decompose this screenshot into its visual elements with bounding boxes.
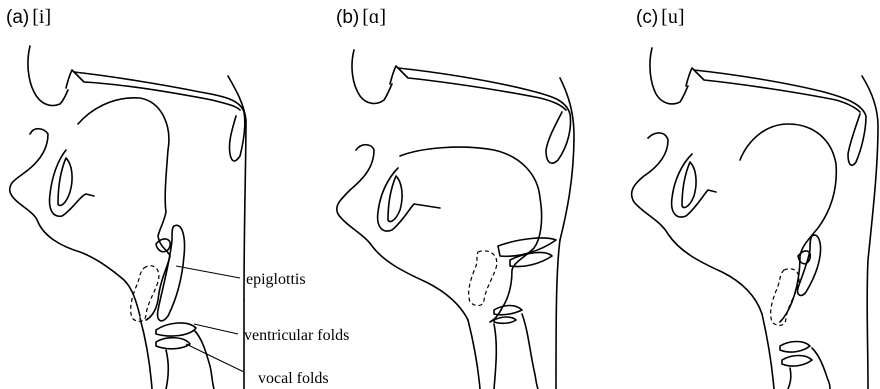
panel-c-nose: [650, 48, 688, 104]
panel-c-nasal-roof: [686, 68, 860, 112]
panel-c-epiglottis: [798, 235, 821, 295]
panel-a-ventricular-folds: [156, 323, 196, 336]
panel-c-lips: [632, 133, 762, 314]
panel-c-vocal-folds: [782, 356, 812, 367]
panel-b-trachea: [468, 240, 560, 389]
panel-b-tongue-tip: [378, 168, 440, 231]
panel-a-lips: [10, 129, 140, 316]
panel-a-tongue: [78, 98, 170, 320]
panel-c-ventricular-folds: [780, 342, 810, 353]
epiglottis-label: epiglottis: [246, 271, 306, 288]
panel-c-teeth: [682, 162, 696, 208]
vocal-folds-label: vocal folds: [258, 370, 329, 387]
panel-a-hyoid: [156, 239, 170, 252]
panel-c-tongue: [740, 124, 836, 322]
panel-a-pharynx-top: [74, 72, 245, 161]
panel-c-vocal-tract: [632, 48, 878, 389]
vocal-folds-leader: [186, 344, 244, 372]
panel-b-vocal-tract: [337, 50, 574, 389]
panel-b-nose: [352, 50, 392, 103]
panel-b-tongue: [400, 147, 542, 322]
panel-b-larynx-dashed: [469, 251, 497, 306]
panel-b-lips: [337, 145, 468, 320]
panel-a-vocal-folds: [156, 338, 190, 349]
panel-b-vocal-folds: [494, 317, 516, 323]
ventricular-folds-label: ventricular folds: [244, 327, 349, 344]
epiglottis-leader: [176, 266, 240, 278]
panel-a-back-wall: [228, 76, 246, 300]
panel-a-nose: [28, 46, 68, 106]
panel-c-pharynx-top: [694, 70, 866, 165]
panel-c-tongue-tip: [672, 154, 716, 217]
panel-a-vocal-tract: epiglottis ventricular folds vocal folds: [10, 46, 350, 389]
panel-b-teeth: [388, 176, 402, 222]
panel-c-back-wall: [862, 76, 878, 389]
panel-b-nasal-roof: [390, 66, 566, 110]
panel-a-larynx-dashed: [131, 266, 159, 322]
ventricular-folds-leader: [194, 324, 238, 334]
panel-a-teeth: [58, 158, 72, 206]
